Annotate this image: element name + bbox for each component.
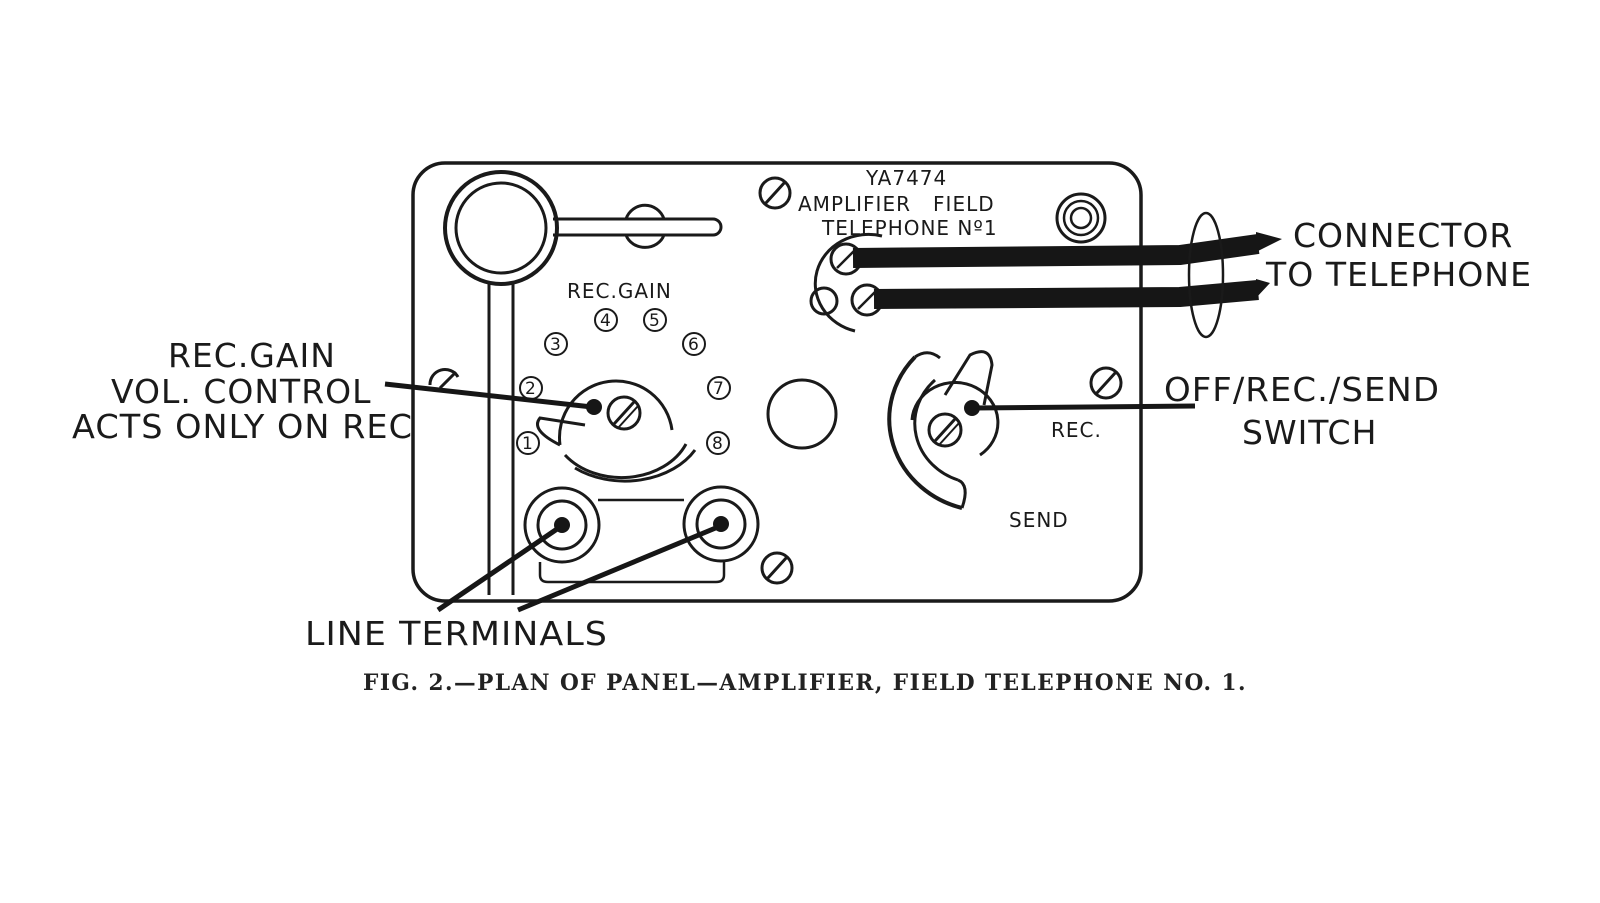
amplifier-name-line2: TELEPHONE Nº1 [821,216,998,240]
terminal-plate [538,498,726,584]
gain-callout-line1: REC.GAIN [168,336,336,375]
screw-left-edge [428,367,460,390]
screw-bottom [760,551,794,585]
dial-number-2: 2 [525,379,536,399]
switch-callout-line1: OFF/REC./SEND [1164,370,1440,409]
dial-number-3: 3 [550,335,561,355]
panel-outline [411,161,1143,603]
gain-leader-line [384,381,593,410]
figure-caption: FIG. 2.—PLAN OF PANEL—AMPLIFIER, FIELD T… [363,670,1247,696]
gain-knob[interactable] [536,379,697,483]
switch-rec-label: REC. [1051,418,1102,442]
dial-number-1: 1 [522,434,533,454]
screw-top-left [758,176,792,210]
lamp-assembly [443,170,723,595]
dial-number-4: 4 [600,311,611,331]
switch-send-label: SEND [1009,508,1069,532]
terminals-callout: LINE TERMINALS [305,614,608,653]
line-terminal-left[interactable] [523,486,601,564]
gain-callout-line2: VOL. CONTROL [111,372,371,411]
off-rec-send-switch[interactable] [887,350,1000,510]
switch-callout-line2: SWITCH [1242,413,1377,452]
dial-number-6: 6 [688,335,699,355]
dial-number-5: 5 [649,311,660,331]
terminal-leader-left [436,524,562,613]
terminal-leader-right [517,524,719,613]
dial-number-8: 8 [712,434,723,454]
line-terminal-right[interactable] [682,485,760,563]
telephone-cable [852,211,1282,339]
connector-callout-line2: TO TELEPHONE [1265,255,1532,294]
switch-leader-line [973,403,1196,411]
panel-hole [766,378,838,450]
screw-right [1089,366,1123,400]
dial-number-7: 7 [713,379,724,399]
dial-scale: 1 2 3 4 5 6 7 8 [516,308,731,455]
rec-gain-dial-label: REC.GAIN [567,279,672,303]
connector-callout-line1: CONNECTOR [1293,216,1513,255]
gain-callout-line3: ACTS ONLY ON REC [72,407,413,446]
model-label: YA7474 [865,166,947,190]
screw-top-right [1055,192,1107,244]
amplifier-name-line1: AMPLIFIER FIELD [798,192,995,216]
